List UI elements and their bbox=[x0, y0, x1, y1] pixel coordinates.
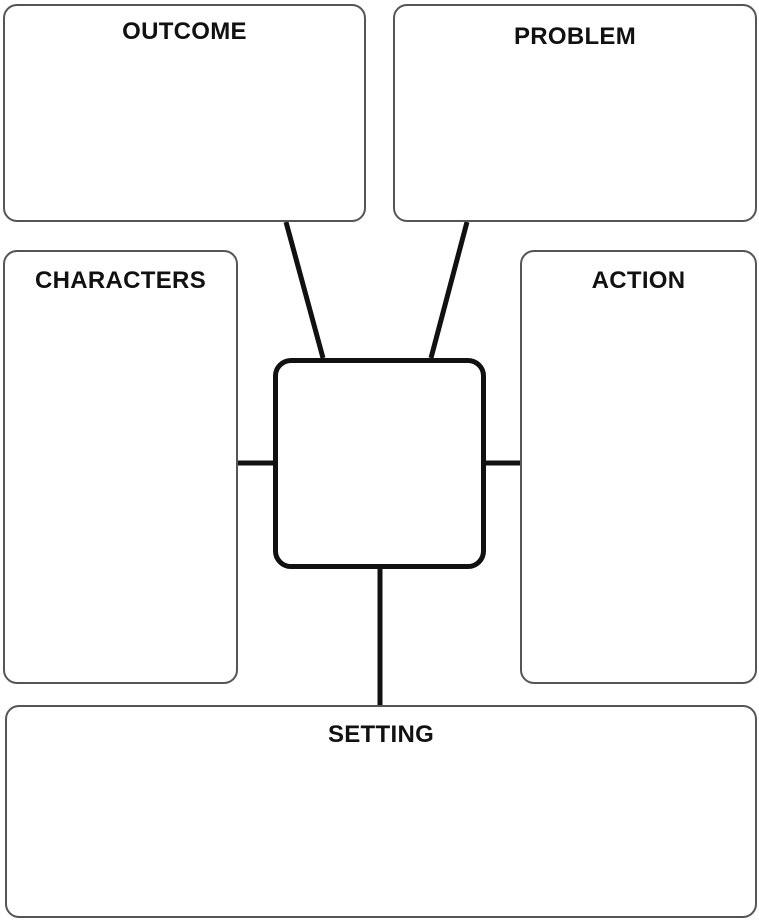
connector-outcome bbox=[283, 221, 326, 359]
characters-label: CHARACTERS bbox=[35, 267, 206, 294]
action-box: ACTION bbox=[520, 250, 757, 684]
action-label: ACTION bbox=[591, 267, 686, 294]
center-box bbox=[273, 358, 486, 569]
outcome-box: OUTCOME bbox=[3, 4, 366, 222]
characters-box: CHARACTERS bbox=[3, 250, 238, 684]
problem-label: PROBLEM bbox=[513, 23, 637, 50]
outcome-label: OUTCOME bbox=[122, 18, 247, 45]
connector-problem bbox=[428, 221, 470, 359]
setting-label: SETTING bbox=[327, 721, 435, 748]
setting-box: SETTING bbox=[5, 705, 757, 918]
problem-box: PROBLEM bbox=[393, 4, 757, 222]
